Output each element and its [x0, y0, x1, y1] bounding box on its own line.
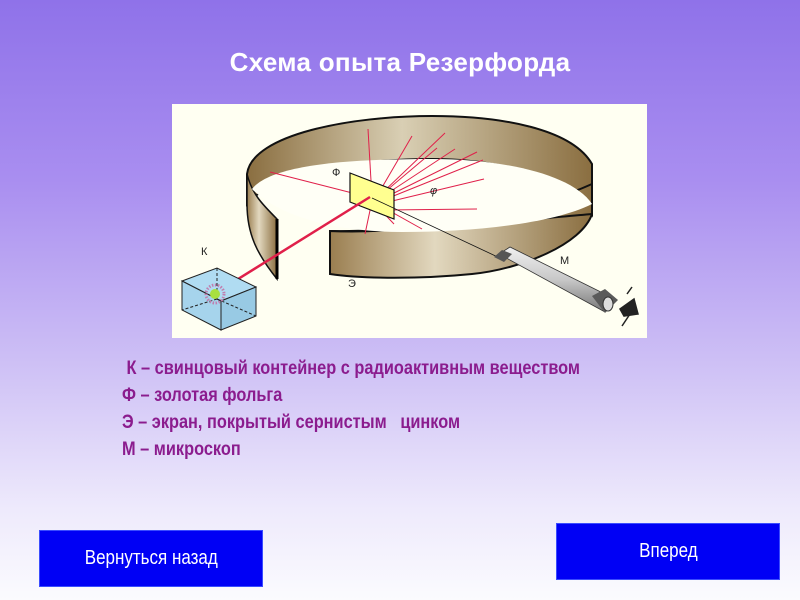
legend-item-microscope: М – микроскоп — [122, 439, 241, 460]
back-button-label: Вернуться назад — [84, 547, 218, 569]
microscope — [494, 246, 639, 327]
legend-item-foil: Ф – золотая фольга — [122, 385, 283, 406]
legend-item-container: К – свинцовый контейнер с радиоактивным … — [122, 358, 581, 379]
label-microscope: М — [560, 255, 569, 267]
lead-container — [180, 267, 258, 331]
slide-title: Схема опыта Резерфорда — [229, 47, 571, 77]
legend-list: К – свинцовый контейнер с радиоактивным … — [122, 355, 580, 463]
label-foil: Ф — [332, 167, 340, 179]
label-container: К — [201, 246, 208, 258]
screen-ring — [246, 114, 593, 282]
alpha-beam — [213, 195, 371, 296]
rutherford-experiment-diagram: К Ф φ Э М — [172, 104, 647, 338]
back-button[interactable]: Вернуться назад — [39, 530, 263, 587]
label-foil-angle: φ — [430, 185, 437, 197]
diagram-illustration: К Ф φ Э М — [180, 114, 639, 331]
legend-item-screen: Э – экран, покрытый сернистым цинком — [122, 412, 461, 433]
forward-button[interactable]: Вперед — [556, 523, 780, 580]
label-screen: Э — [348, 278, 356, 290]
gold-foil — [349, 172, 395, 220]
forward-button-label: Вперед — [638, 540, 698, 562]
